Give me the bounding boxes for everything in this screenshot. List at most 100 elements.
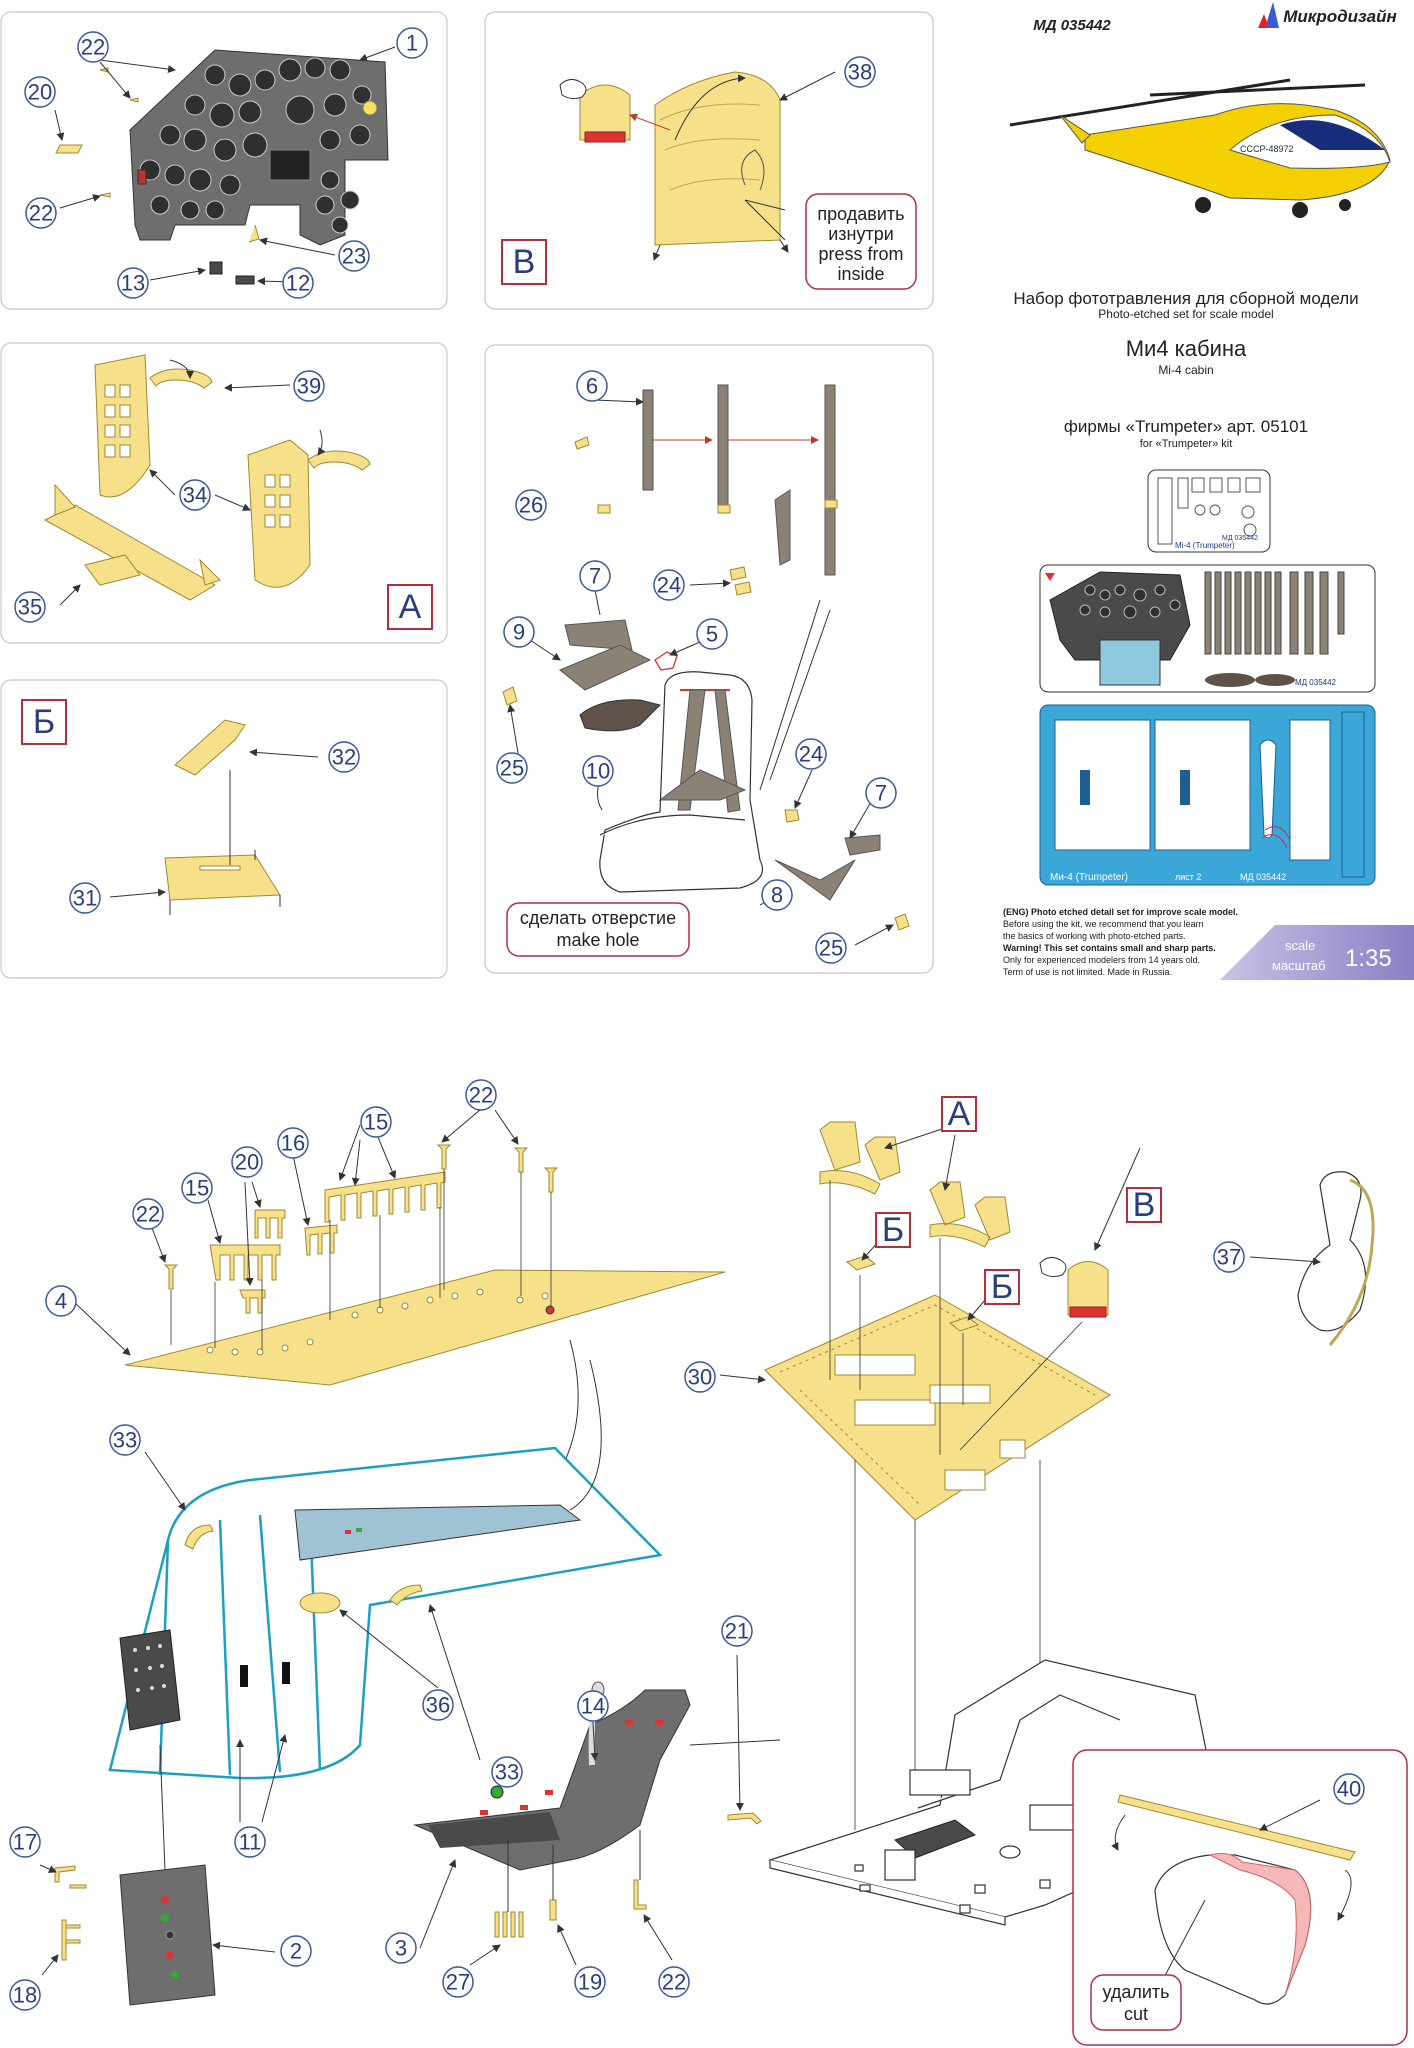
- callout-22-a: 22: [77, 31, 109, 63]
- svg-text:22: 22: [81, 35, 105, 60]
- svg-text:22: 22: [662, 1970, 686, 1995]
- svg-text:press from: press from: [818, 244, 903, 264]
- callout-20-b: 20: [231, 1146, 263, 1178]
- svg-text:17: 17: [13, 1830, 37, 1855]
- note-cut: удалить cut: [1090, 1974, 1182, 2031]
- svg-text:21: 21: [725, 1619, 749, 1644]
- svg-text:Only for experienced modelers: Only for experienced modelers from 14 ye…: [1003, 955, 1200, 965]
- part-40-inset: [1072, 1749, 1408, 2046]
- svg-text:18: 18: [13, 1983, 37, 2008]
- svg-text:22: 22: [29, 201, 53, 226]
- svg-text:19: 19: [578, 1970, 602, 1995]
- part-b-1: [845, 1255, 877, 1271]
- model-ru: Ми4 кабина: [1126, 336, 1247, 361]
- svg-text:35: 35: [18, 595, 42, 620]
- callout-10: 10: [582, 755, 614, 787]
- brand-logo: Микродизайн: [1258, 2, 1397, 28]
- fret-sheet-1: Mi-4 (Trumpeter) МД 035442: [1147, 469, 1271, 553]
- part-12: [235, 275, 255, 285]
- kit-ru: фирмы «Trumpeter» арт. 05101: [1064, 417, 1308, 436]
- svg-text:10: 10: [586, 759, 610, 784]
- svg-text:22: 22: [136, 1202, 160, 1227]
- product-code: МД 035442: [1033, 17, 1111, 34]
- part-33-right: [389, 1584, 423, 1606]
- svg-text:5: 5: [706, 622, 718, 647]
- svg-text:make hole: make hole: [556, 930, 639, 950]
- svg-text:scale: scale: [1285, 938, 1315, 953]
- callout-12: 12: [282, 267, 314, 299]
- helicopter-image: СССР-48972: [1009, 78, 1391, 218]
- svg-text:В: В: [1133, 1186, 1156, 1224]
- part-4: [124, 1269, 726, 1386]
- callout-15-b: 15: [181, 1172, 213, 1204]
- part-6-strap-1: [642, 389, 654, 491]
- section-label-b: Б: [21, 699, 67, 745]
- console-group: [413, 1654, 781, 1966]
- model-en: Mi-4 cabin: [1158, 363, 1213, 377]
- svg-text:Term of use is not limited. Ma: Term of use is not limited. Made in Russ…: [1003, 967, 1172, 977]
- part-38: [654, 71, 781, 246]
- callout-7-b: 7: [865, 777, 897, 809]
- svg-text:34: 34: [183, 483, 207, 508]
- callout-30: 30: [684, 1361, 716, 1393]
- svg-text:24: 24: [657, 573, 681, 598]
- svg-text:А: А: [948, 1095, 971, 1133]
- svg-text:23: 23: [342, 244, 366, 269]
- part-37-group: [1249, 1171, 1375, 1346]
- part-11-b: [282, 1662, 290, 1684]
- callout-32: 32: [328, 741, 360, 773]
- part-22-t-r3: [543, 1167, 559, 1193]
- callout-20-a: 20: [24, 76, 56, 108]
- svg-text:33: 33: [495, 1760, 519, 1785]
- callout-3: 3: [385, 1932, 417, 1964]
- kit-en: for «Trumpeter» kit: [1140, 438, 1233, 450]
- svg-text:МД 035442: МД 035442: [1240, 872, 1286, 882]
- callout-13: 13: [117, 267, 149, 299]
- part-33-left: [184, 1524, 214, 1550]
- svg-text:the basics of working with pho: the basics of working with photo-etched …: [1003, 931, 1186, 941]
- svg-text:33: 33: [113, 1428, 137, 1453]
- part-v-headrest: [1039, 1257, 1109, 1318]
- svg-text:МД 035442: МД 035442: [1295, 678, 1337, 687]
- callout-15-a: 15: [360, 1106, 392, 1138]
- svg-text:Ми-4 (Trumpeter): Ми-4 (Trumpeter): [1050, 872, 1128, 883]
- section-label-v: В: [501, 239, 547, 285]
- part-39-left: [149, 368, 213, 389]
- svg-text:9: 9: [513, 620, 525, 645]
- callout-24-a: 24: [653, 569, 685, 601]
- callout-35: 35: [14, 591, 46, 623]
- part-23: [248, 224, 260, 243]
- part-10: [579, 699, 661, 732]
- svg-text:8: 8: [771, 883, 783, 908]
- part-25-left: [502, 686, 518, 706]
- svg-text:16: 16: [281, 1131, 305, 1156]
- panel-section-a: [0, 342, 448, 644]
- part-26: [574, 436, 611, 514]
- title-en: Photo-etched set for scale model: [1098, 307, 1273, 321]
- callout-2: 2: [280, 1935, 312, 1967]
- part-22-a: [99, 67, 139, 103]
- part-20: [239, 1209, 286, 1314]
- part-20: [55, 144, 83, 154]
- callout-7-a: 7: [579, 560, 611, 592]
- callout-34: 34: [179, 479, 211, 511]
- callout-19: 19: [574, 1966, 606, 1998]
- part-8: [774, 859, 856, 901]
- svg-text:7: 7: [875, 781, 887, 806]
- part-40: [1117, 1794, 1356, 1861]
- svg-text:27: 27: [446, 1970, 470, 1995]
- callout-33-a: 33: [109, 1424, 141, 1456]
- seat-outline: [599, 671, 764, 893]
- callout-16: 16: [277, 1127, 309, 1159]
- part-11-a: [240, 1665, 248, 1687]
- callout-8: 8: [761, 879, 793, 911]
- callout-22-d: 22: [132, 1198, 164, 1230]
- svg-text:15: 15: [185, 1176, 209, 1201]
- part-a-seats: [819, 1121, 1011, 1248]
- svg-text:25: 25: [500, 756, 524, 781]
- section-label-b-bottom-2: Б: [984, 1268, 1020, 1306]
- svg-text:МД 035442: МД 035442: [1222, 535, 1258, 542]
- callout-25-b: 25: [815, 932, 847, 964]
- svg-text:СССР-48972: СССР-48972: [1240, 144, 1294, 154]
- svg-text:cut: cut: [1124, 2004, 1148, 2024]
